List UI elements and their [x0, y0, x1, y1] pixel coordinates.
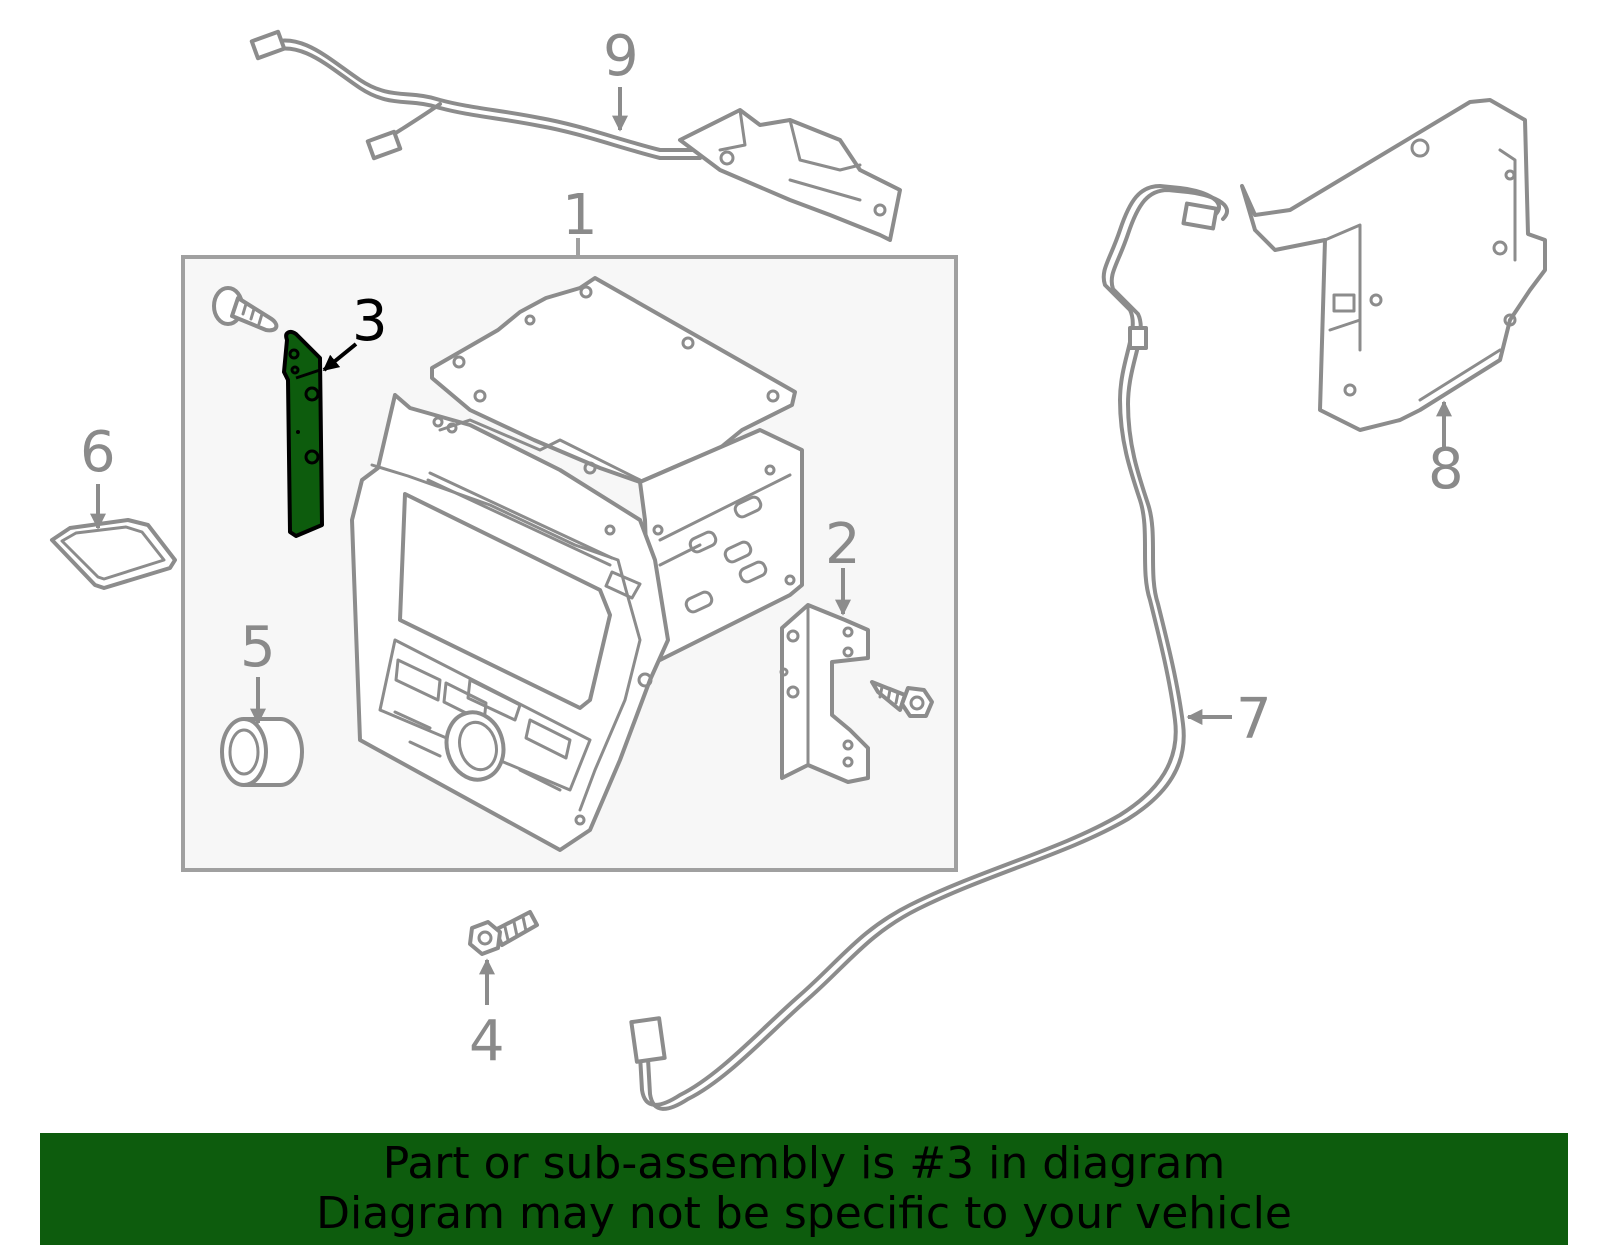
- callout-9: 9: [603, 24, 639, 89]
- callout-arrows: [90, 87, 1452, 1005]
- part-3-bracket[interactable]: [282, 330, 324, 538]
- part-7-cable[interactable]: [629, 184, 1229, 1111]
- part-1-head-unit[interactable]: [350, 276, 804, 852]
- callout-8: 8: [1428, 437, 1464, 502]
- banner-line-part: Part or sub-assembly is #3 in diagram: [382, 1138, 1226, 1189]
- part-6-trim[interactable]: [50, 518, 177, 590]
- callout-4: 4: [469, 1009, 505, 1074]
- banner-line-disclaimer: Diagram may not be specific to your vehi…: [316, 1188, 1292, 1239]
- part-5-knob[interactable]: [220, 717, 304, 787]
- callout-1: 1: [562, 183, 598, 248]
- part-8-module[interactable]: [1240, 98, 1547, 432]
- callout-6: 6: [80, 420, 116, 485]
- screw-left[interactable]: [212, 286, 279, 333]
- callout-3: 3: [352, 289, 388, 354]
- part-4-bolt[interactable]: [468, 910, 539, 956]
- screw-right[interactable]: [870, 680, 934, 718]
- callout-5: 5: [240, 615, 276, 680]
- callout-2: 2: [825, 512, 861, 577]
- part-2-bracket[interactable]: [779, 603, 870, 784]
- info-banner: Part or sub-assembly is #3 in diagram Di…: [40, 1133, 1568, 1245]
- part-9-harness[interactable]: [249, 29, 902, 242]
- callout-7: 7: [1236, 687, 1272, 752]
